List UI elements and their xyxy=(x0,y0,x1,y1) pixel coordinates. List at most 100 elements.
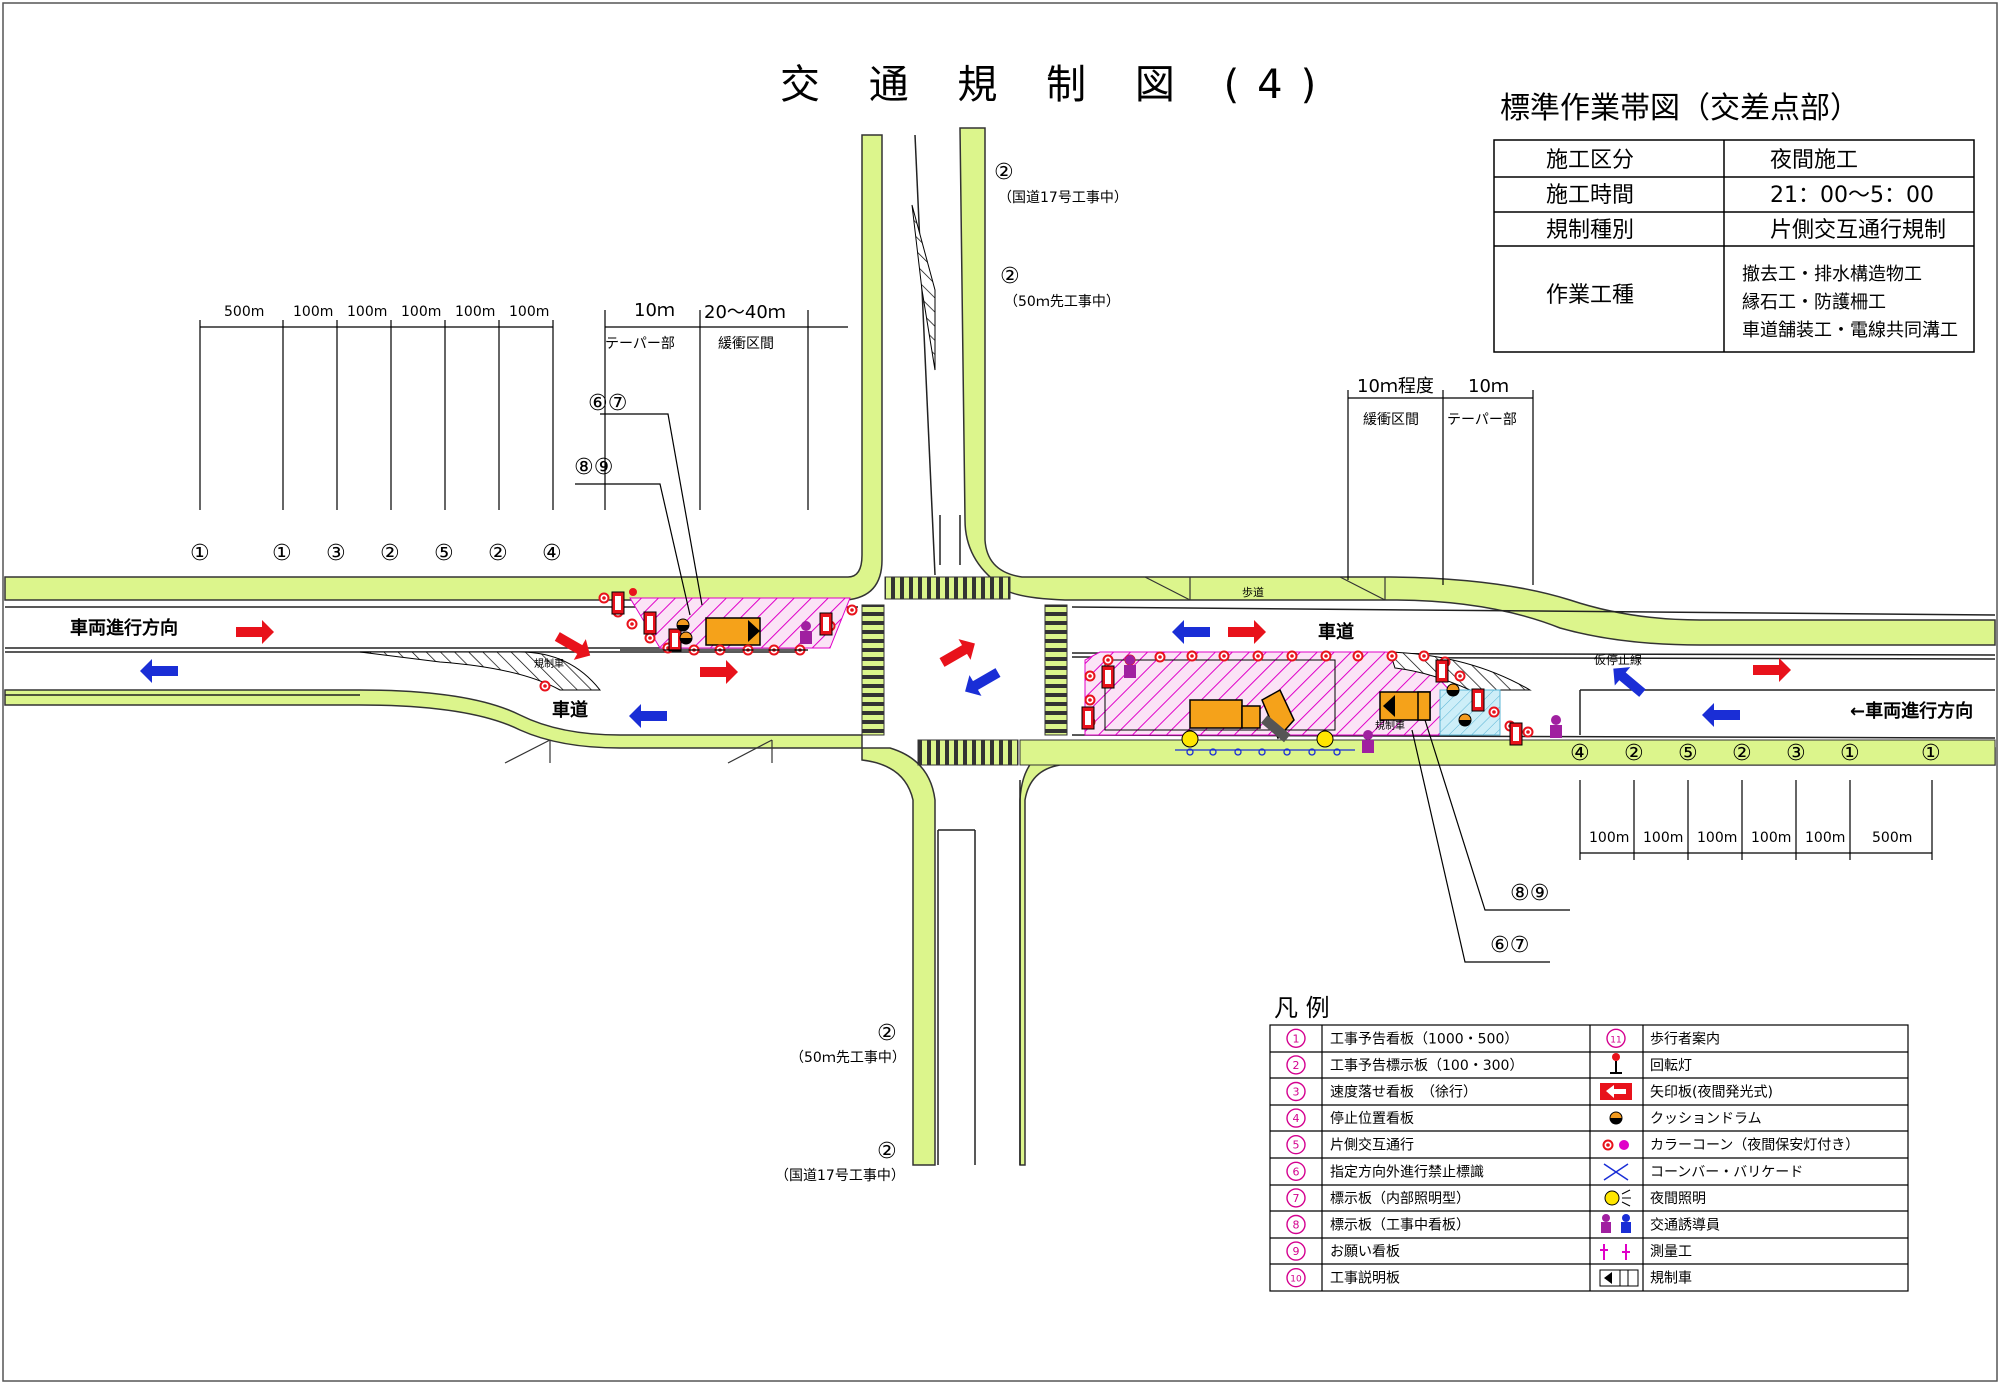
night-light-icon xyxy=(1604,1189,1631,1207)
legend-number: 7 xyxy=(1293,1192,1300,1205)
rotating-light-icon xyxy=(1610,1053,1622,1074)
traffic-guards-right xyxy=(1124,655,1562,753)
left-seg-5: 100m xyxy=(455,304,495,320)
info-value-4a: 撤去工・排水構造物工 xyxy=(1742,264,1922,285)
legend-number: 9 xyxy=(1293,1245,1300,1258)
right-sign-positions: ④ ② ⑤ ② ③ ① ① xyxy=(1570,741,1941,766)
legend-row-4: 4 停止位置看板 xyxy=(1286,1108,1414,1128)
north-note-1: （国道17号工事中） xyxy=(998,190,1128,206)
info-value-4c: 車道舗装工・電線共同溝工 xyxy=(1742,320,1958,341)
vehicle-direction-left xyxy=(748,620,760,642)
arrow-board-icon xyxy=(1600,1083,1632,1100)
left-sign-2: ① xyxy=(272,541,292,566)
right-sign-2: ② xyxy=(1624,741,1644,766)
legend-number: 5 xyxy=(1293,1139,1300,1152)
legend-text: 工事予告看板（1000・500） xyxy=(1330,1031,1518,1047)
right-buffer-label: 緩衝区間 xyxy=(1363,412,1419,428)
legend-right-row-9: 測量工 xyxy=(1650,1244,1692,1260)
regulation-vehicle-icon xyxy=(1599,1269,1639,1287)
south-note-1: （50ｍ先工事中） xyxy=(790,1050,906,1066)
right-sign-1: ④ xyxy=(1570,741,1590,766)
sidewalk-south-right xyxy=(1019,739,1996,1166)
legend-text: 夜間照明 xyxy=(1650,1191,1706,1207)
roadway-label-left: 車道 xyxy=(552,699,588,721)
south-sign-1: ② xyxy=(877,1021,897,1046)
work-machinery-right xyxy=(1189,688,1295,743)
left-dimension-lines xyxy=(199,310,848,651)
right-sign-7: ① xyxy=(1921,741,1941,766)
cone-bar-icon xyxy=(1603,1163,1629,1181)
left-seg-4: 100m xyxy=(401,304,441,320)
crosswalk-east xyxy=(1044,604,1068,736)
info-label-3: 規制種別 xyxy=(1546,218,1634,243)
right-seg-6: 500m xyxy=(1872,830,1912,846)
north-sign-1: ② xyxy=(994,160,1014,185)
left-buffer-length: 20～40ｍ xyxy=(704,302,786,323)
night-lights-right xyxy=(1181,730,1334,748)
cone-bars-right xyxy=(1175,748,1355,756)
left-sign-5: ⑤ xyxy=(434,541,454,566)
legend-number: 1 xyxy=(1293,1032,1300,1045)
cushion-drum-icon xyxy=(1609,1111,1623,1125)
legend-right-row-7: 夜間照明 xyxy=(1650,1191,1706,1207)
info-label-1: 施工区分 xyxy=(1546,148,1634,173)
legend-text: コーンバー・バリケード xyxy=(1650,1164,1803,1180)
sidewalk-north-left xyxy=(4,134,883,601)
legend-text: 指定方向外進行禁止標識 xyxy=(1330,1164,1484,1180)
right-buffer-length: 10ｍ程度 xyxy=(1357,376,1434,397)
legend-number: 11 xyxy=(1610,1035,1621,1045)
north-sign-2: ② xyxy=(1000,264,1020,289)
legend-number-badge xyxy=(1286,1081,1306,1102)
right-seg-3: 100m xyxy=(1697,830,1737,846)
diagram-title: 交 通 規 制 図 (4) xyxy=(780,62,1334,108)
legend-text: 標示板（工事中看板） xyxy=(1330,1218,1470,1234)
traffic-guard-icon xyxy=(1601,1214,1631,1233)
legend-number: 4 xyxy=(1293,1112,1300,1125)
sidewalk-north-right xyxy=(959,127,1996,646)
legend-text: 停止位置看板 xyxy=(1330,1110,1414,1127)
temp-stop-line-label: 仮停止線 xyxy=(1594,652,1642,667)
info-value-4b: 縁石工・防護柵工 xyxy=(1742,292,1886,313)
color-cone-icon xyxy=(1602,1139,1629,1151)
legend-number-badge xyxy=(1286,1188,1306,1208)
legend-number-badge xyxy=(1286,1241,1306,1261)
legend-number-badge xyxy=(1606,1028,1626,1049)
right-seg-5: 100m xyxy=(1805,830,1845,846)
left-seg-2: 100m xyxy=(293,304,333,320)
legend-number: 10 xyxy=(1290,1275,1302,1285)
legend-text: 交通誘導員 xyxy=(1650,1217,1720,1234)
channel-hatch-left xyxy=(359,651,602,691)
legend-right-row-4: クッションドラム xyxy=(1650,1111,1762,1127)
left-buffer-label: 緩衝区間 xyxy=(718,336,774,352)
info-label-2: 施工時間 xyxy=(1546,183,1634,208)
legend-right-row-10: 規制車 xyxy=(1650,1270,1692,1287)
legend-icons xyxy=(1599,1053,1639,1287)
legend-right-row-8: 交通誘導員 xyxy=(1650,1217,1720,1234)
legend-text: 矢印板(夜間発光式) xyxy=(1650,1085,1773,1101)
legend-number-badge xyxy=(1286,1161,1306,1182)
rotating-light-left xyxy=(629,588,637,596)
sidewalk-south-left xyxy=(4,689,936,1166)
left-taper-length: 10ｍ xyxy=(634,300,675,321)
info-value-2: 21：00～5：00 xyxy=(1770,183,1934,208)
traffic-guard-left xyxy=(800,621,812,644)
legend-text: 測量工 xyxy=(1650,1244,1692,1260)
left-seg-3: 100m xyxy=(347,304,387,320)
legend-text: お願い看板 xyxy=(1330,1244,1400,1260)
right-sign-4: ② xyxy=(1732,741,1752,766)
legend-right-row-3: 矢印板(夜間発光式) xyxy=(1650,1085,1773,1101)
legend-number-badge xyxy=(1286,1214,1306,1235)
left-sign-7: ④ xyxy=(542,541,562,566)
legend-right-row-5: カラーコーン（夜間保安灯付き） xyxy=(1650,1138,1859,1154)
surveyor-icon xyxy=(1600,1244,1630,1260)
left-ref-89: ⑧⑨ xyxy=(574,455,613,480)
diagram-subtitle: 標準作業帯図（交差点部） xyxy=(1500,91,1860,126)
left-sign-6: ② xyxy=(488,541,508,566)
